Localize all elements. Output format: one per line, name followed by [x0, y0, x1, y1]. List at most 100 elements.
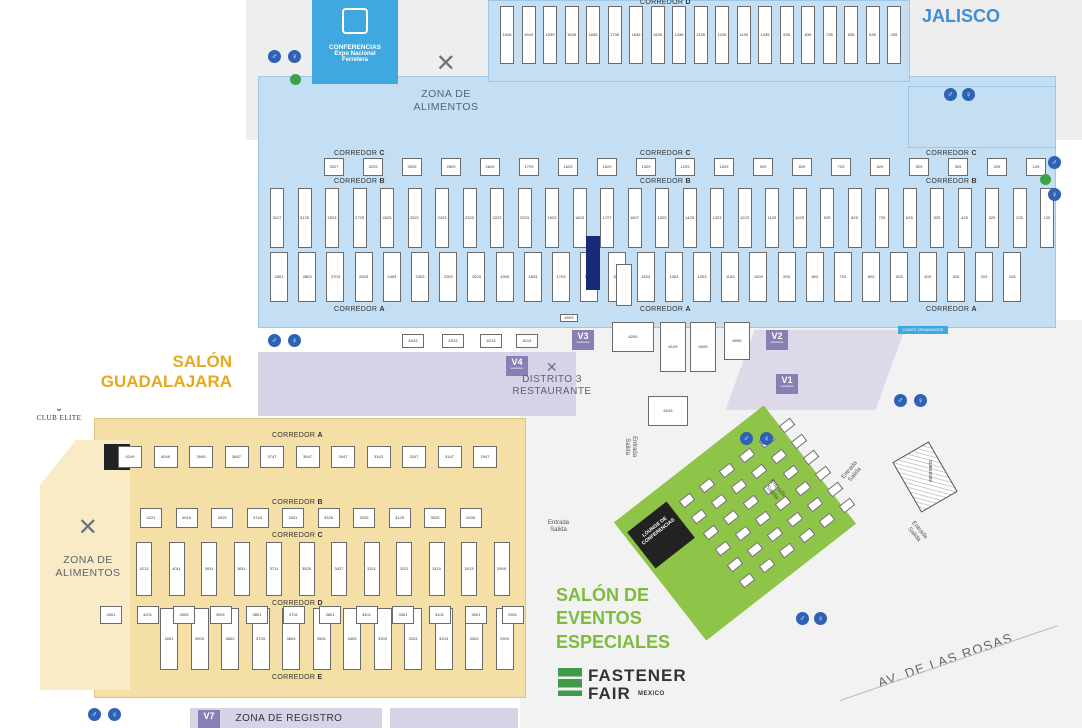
booth[interactable]: 3747 — [260, 446, 284, 468]
booth[interactable]: 2829 — [441, 158, 461, 176]
booth[interactable]: 225 — [1012, 188, 1027, 248]
booth[interactable]: 1727 — [600, 188, 614, 248]
conferencias-room[interactable]: CONFERENCIAS Expo Nacional Ferretera — [312, 0, 398, 84]
booth[interactable]: 6103 — [648, 396, 688, 426]
booth[interactable]: 4003 — [173, 606, 195, 624]
booth[interactable]: 3013 — [461, 542, 477, 596]
booth[interactable]: 3247 — [402, 446, 426, 468]
booth[interactable]: 3711 — [266, 542, 282, 596]
booth[interactable]: 825 — [847, 188, 862, 248]
booth[interactable]: 835 — [801, 6, 815, 64]
booth[interactable]: 4049 — [153, 446, 178, 468]
booth[interactable]: 1125 — [765, 188, 779, 248]
booth[interactable]: 635 — [844, 6, 858, 64]
booth[interactable]: 425 — [957, 188, 972, 248]
comite-organizador[interactable]: COMITÉ ORGANIZADOR — [898, 326, 948, 334]
booth[interactable]: 725 — [875, 188, 889, 248]
booth[interactable]: 1903 — [495, 252, 514, 302]
booth[interactable]: 3025 — [402, 158, 422, 176]
booth[interactable]: 2203 — [439, 252, 458, 302]
booth[interactable]: 3801 — [246, 606, 268, 624]
booth[interactable]: 6313 — [442, 334, 464, 348]
booth[interactable]: 2503 — [354, 252, 373, 302]
booth[interactable]: 103 — [1003, 252, 1022, 302]
booth[interactable]: 625 — [902, 188, 917, 248]
booth[interactable]: 2803 — [298, 252, 317, 302]
booth[interactable]: 1303 — [664, 252, 683, 302]
booth[interactable]: 1935 — [564, 6, 579, 64]
booth[interactable]: 3601 — [319, 606, 341, 624]
booth[interactable]: 1835 — [586, 6, 600, 64]
booth[interactable]: 3325 — [317, 508, 340, 528]
booth[interactable]: 1627 — [627, 188, 642, 248]
booth[interactable]: 3903 — [190, 608, 209, 670]
booth[interactable]: 435 — [887, 6, 901, 64]
booth[interactable]: 1529 — [597, 158, 617, 176]
booth[interactable]: 6009 — [690, 322, 716, 372]
booth[interactable]: 6113 — [516, 334, 538, 348]
booth[interactable]: 2323 — [462, 188, 477, 248]
booth[interactable]: 1923 — [545, 188, 559, 248]
booth[interactable]: 2801 — [270, 252, 288, 302]
booth[interactable]: 3525 — [298, 542, 315, 596]
booth[interactable]: 1823 — [572, 188, 587, 248]
booth[interactable]: 1943 — [521, 6, 536, 64]
booth[interactable]: 1403 — [636, 252, 655, 302]
booth[interactable]: 4301 — [100, 606, 122, 624]
booth[interactable]: 6109 — [660, 322, 686, 372]
booth[interactable]: 325 — [985, 188, 999, 248]
booth[interactable]: 4221 — [140, 508, 162, 528]
booth[interactable]: 1003 — [749, 252, 768, 302]
booth[interactable]: 1735 — [607, 6, 622, 64]
booth[interactable]: 2521 — [407, 188, 422, 248]
booth[interactable]: 3303 — [373, 608, 392, 670]
booth[interactable]: 203 — [975, 252, 993, 302]
booth[interactable]: 6213 — [480, 334, 502, 348]
booth[interactable]: 125 — [1040, 188, 1054, 248]
booth[interactable]: 3025 — [424, 508, 446, 528]
booth[interactable]: 129 — [1026, 158, 1046, 176]
booth[interactable]: 3919 — [211, 508, 233, 528]
booth[interactable]: 3811 — [233, 542, 250, 596]
booth[interactable]: 935 — [779, 6, 794, 64]
booth[interactable]: 803 — [805, 252, 824, 302]
booth[interactable]: 729 — [831, 158, 851, 176]
booth[interactable]: 503 — [890, 252, 909, 302]
booth[interactable]: 1329 — [636, 158, 656, 176]
booth[interactable]: 3221 — [396, 542, 412, 596]
booth[interactable]: 2703 — [326, 252, 345, 302]
booth[interactable]: 3227 — [324, 158, 344, 176]
booth[interactable]: 403 — [918, 252, 937, 302]
booth[interactable]: 2303 — [411, 252, 429, 302]
booth[interactable]: 3115 — [428, 542, 445, 596]
booth[interactable]: 3229 — [363, 158, 383, 176]
booth[interactable]: 6413 — [402, 334, 424, 348]
cofix-booth-2[interactable] — [616, 264, 632, 306]
booth[interactable]: 1203 — [693, 252, 711, 302]
booth[interactable]: 1323 — [710, 188, 724, 248]
booth[interactable]: 2023 — [517, 188, 532, 248]
booth[interactable]: 1235 — [715, 6, 729, 64]
booth[interactable]: 3847 — [224, 446, 249, 468]
booth[interactable]: 2223 — [490, 188, 504, 248]
booth[interactable]: 2947 — [473, 446, 497, 468]
booth[interactable]: 2923 — [325, 188, 339, 248]
booth[interactable]: 1629 — [558, 158, 578, 176]
booth[interactable]: 3911 — [201, 542, 217, 596]
booth[interactable]: 3743 — [246, 508, 269, 528]
booth[interactable]: 925 — [820, 188, 834, 248]
booth[interactable]: 3949 — [189, 446, 213, 468]
booth[interactable]: 3427 — [331, 542, 347, 596]
booth[interactable]: 1103 — [721, 252, 740, 302]
booth[interactable]: 4011 — [168, 542, 185, 596]
booth[interactable]: 303 — [946, 252, 965, 302]
booth[interactable]: 3301 — [392, 606, 414, 624]
booth[interactable]: 1729 — [519, 158, 539, 176]
booth[interactable]: 6005 — [724, 322, 750, 360]
booth[interactable]: 3101 — [428, 606, 451, 624]
booth[interactable]: 4249 — [118, 446, 142, 468]
booth[interactable]: 329 — [948, 158, 968, 176]
booth[interactable]: 4213 — [136, 542, 152, 596]
